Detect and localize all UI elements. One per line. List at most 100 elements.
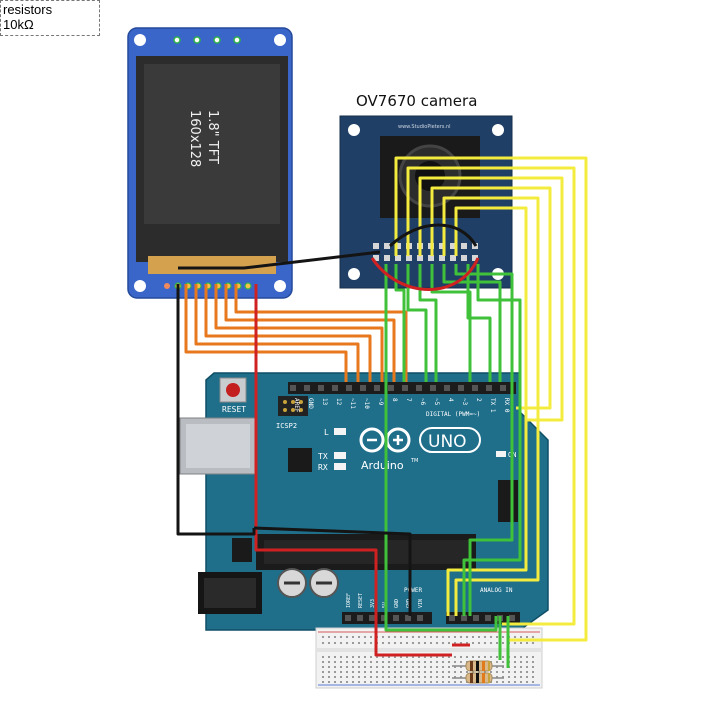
breadboard-hole (328, 681, 330, 683)
breadboard-hole (472, 671, 474, 673)
breadboard-hole (460, 642, 462, 644)
breadboard-hole (328, 676, 330, 678)
breadboard-hole (502, 636, 504, 638)
breadboard-hole (532, 666, 534, 668)
breadboard-hole (370, 676, 372, 678)
breadboard-hole (340, 666, 342, 668)
breadboard-hole (478, 642, 480, 644)
breadboard-hole (442, 666, 444, 668)
breadboard-hole (454, 666, 456, 668)
breadboard-hole (532, 642, 534, 644)
breadboard-hole (346, 671, 348, 673)
camera-pin (373, 243, 379, 249)
breadboard-hole (334, 656, 336, 658)
digital-pin-hole (430, 385, 436, 391)
breadboard-hole (460, 636, 462, 638)
breadboard-hole (376, 676, 378, 678)
breadboard-hole (442, 642, 444, 644)
breadboard-hole (382, 671, 384, 673)
breadboard-hole (424, 671, 426, 673)
icsp2-header (278, 396, 308, 416)
digital-pin-hole (304, 385, 310, 391)
breadboard-hole (472, 636, 474, 638)
breadboard-hole (346, 656, 348, 658)
breadboard-hole (508, 671, 510, 673)
breadboard-hole (514, 681, 516, 683)
breadboard-hole (382, 656, 384, 658)
breadboard-hole (526, 671, 528, 673)
breadboard-hole (460, 676, 462, 678)
camera-pin (450, 243, 456, 249)
breadboard-hole (400, 661, 402, 663)
breadboard-hole (502, 642, 504, 644)
breadboard-hole (532, 656, 534, 658)
breadboard-hole (520, 636, 522, 638)
breadboard-hole (358, 636, 360, 638)
wires-red (254, 257, 480, 657)
breadboard-hole (334, 642, 336, 644)
breadboard-hole (436, 661, 438, 663)
digital-pin-label: TX 1 (489, 398, 496, 413)
breadboard-hole (520, 671, 522, 673)
digital-pin-label: ~9 (377, 398, 384, 406)
breadboard-hole (340, 656, 342, 658)
breadboard-hole (484, 671, 486, 673)
breadboard-hole (532, 636, 534, 638)
breadboard-hole (340, 661, 342, 663)
breadboard-hole (334, 676, 336, 678)
camera-pin (461, 255, 467, 261)
breadboard-hole (490, 656, 492, 658)
breadboard-hole (520, 656, 522, 658)
power-pin-label: RESET (358, 593, 364, 608)
breadboard-hole (400, 636, 402, 638)
camera-pin (417, 255, 423, 261)
breadboard-hole (346, 676, 348, 678)
breadboard-hole (460, 661, 462, 663)
breadboard-hole (448, 636, 450, 638)
led-label-rx: RX (318, 463, 328, 472)
breadboard-hole (406, 666, 408, 668)
voltage-regulator (232, 538, 252, 562)
breadboard-hole (532, 661, 534, 663)
breadboard-hole (334, 681, 336, 683)
digital-pin-label: 12 (335, 398, 342, 406)
analog-pin-hole (449, 615, 455, 621)
breadboard-hole (418, 666, 420, 668)
breadboard-hole (352, 676, 354, 678)
power-pin-label: IOREF (346, 593, 352, 608)
power-pin-hole (345, 615, 351, 621)
breadboard-hole (502, 661, 504, 663)
breadboard-hole (400, 642, 402, 644)
power-pin-label: VIN (418, 599, 424, 608)
breadboard-hole (334, 671, 336, 673)
breadboard-hole (364, 676, 366, 678)
power-pin-hole (369, 615, 375, 621)
breadboard-hole (496, 661, 498, 663)
breadboard-hole (370, 636, 372, 638)
breadboard-hole (358, 656, 360, 658)
digital-pin-label: 7 (405, 398, 412, 402)
breadboard-hole (382, 681, 384, 683)
breadboard (315, 627, 543, 689)
breadboard-hole (502, 676, 504, 678)
digital-pin-label: ~5 (433, 398, 440, 406)
breadboard-hole (394, 681, 396, 683)
breadboard-hole (436, 681, 438, 683)
breadboard-hole (466, 656, 468, 658)
breadboard-hole (496, 681, 498, 683)
breadboard-hole (352, 656, 354, 658)
breadboard-hole (328, 661, 330, 663)
digital-pin-label: 13 (321, 398, 328, 406)
breadboard-hole (460, 666, 462, 668)
breadboard-hole (394, 642, 396, 644)
breadboard-hole (448, 656, 450, 658)
breadboard-hole (370, 681, 372, 683)
breadboard-hole (376, 681, 378, 683)
breadboard-hole (430, 636, 432, 638)
breadboard-hole (514, 656, 516, 658)
breadboard-hole (454, 681, 456, 683)
breadboard-hole (334, 666, 336, 668)
breadboard-hole (340, 636, 342, 638)
breadboard-hole (466, 642, 468, 644)
camera-pin (384, 243, 390, 249)
